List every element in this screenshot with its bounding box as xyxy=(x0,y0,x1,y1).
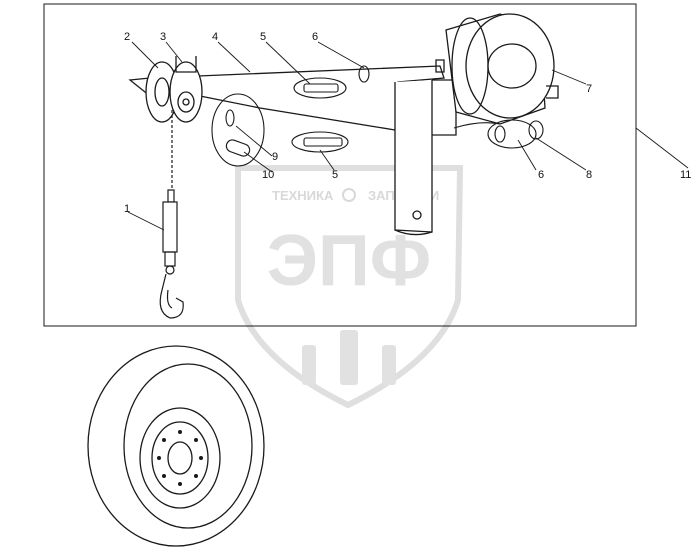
bolt-lower xyxy=(303,137,343,147)
callout-5-lower: 5 xyxy=(332,169,338,181)
watermark-shield xyxy=(235,165,464,409)
callout-7: 7 xyxy=(586,83,592,95)
wheel xyxy=(87,345,265,547)
callout-3: 3 xyxy=(160,31,166,43)
exploded-parts xyxy=(211,65,544,167)
callout-5-upper: 5 xyxy=(260,31,266,43)
callout-9: 9 xyxy=(272,151,278,163)
callout-6-lower: 6 xyxy=(538,169,544,181)
pulley-assembly xyxy=(145,56,203,123)
leader-lines xyxy=(127,41,689,231)
callout-1: 1 xyxy=(124,203,130,215)
bolt-upper xyxy=(303,83,339,93)
watermark-gear-icon xyxy=(342,188,356,202)
watermark-top-left: ТЕХНИКА xyxy=(272,188,334,203)
callout-11: 11 xyxy=(680,169,691,181)
winch-drum xyxy=(445,13,559,125)
watermark-logo: ЭПФ xyxy=(267,221,431,301)
callout-8: 8 xyxy=(586,169,592,181)
callout-6-upper: 6 xyxy=(312,31,318,43)
hook-assembly xyxy=(159,110,184,319)
watermark-wheat-icon xyxy=(302,330,396,385)
callout-2: 2 xyxy=(124,31,130,43)
assembly-frame xyxy=(43,3,637,327)
callout-10: 10 xyxy=(262,169,274,181)
callouts: 1 2 3 4 5 6 7 8 6 9 10 5 11 xyxy=(124,31,691,215)
callout-4: 4 xyxy=(212,31,218,43)
